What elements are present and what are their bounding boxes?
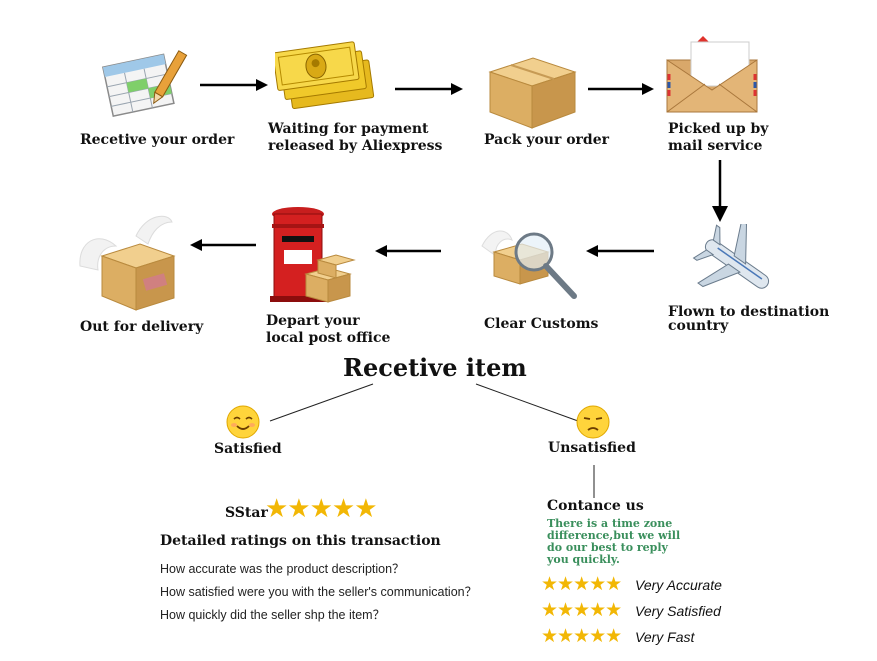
rating-text-satisfied: Very Satisfied [635,603,721,619]
rating-text-accurate: Very Accurate [635,577,722,593]
package-box-icon [485,50,580,130]
magnifier-box-icon [478,222,583,304]
unsatisfied-label: Unsatisfied [548,440,636,456]
time-zone-note: There is a time zone difference,but we w… [547,517,681,566]
arrow-left-2 [375,245,441,257]
order-form-icon [100,48,190,118]
step-label-flown: Flown to destination country [668,304,830,334]
receive-item-title: Recetive item [343,353,527,382]
star-label: SStar [225,505,268,521]
satisfied-label: Satisfied [214,441,282,457]
post-box-icon [268,206,358,306]
arrow-down [712,160,728,222]
winged-box-icon [76,212,181,312]
ratings-title: Detailed ratings on this transaction [160,533,441,549]
step-label-depart-post-office: Depart your local post office [266,313,391,346]
arrow-right-3 [588,83,654,95]
airplane-icon [692,224,782,304]
arrow-right-2 [395,83,463,95]
unamused-face-icon [576,405,610,439]
money-icon [275,40,380,115]
mail-envelope-icon [665,34,760,116]
step-label-picked-up: Picked up by mail service [668,121,769,154]
arrow-right-1 [200,79,268,91]
question-accuracy: How accurate was the product description… [160,562,405,576]
step-label-clear-customs: Clear Customs [484,316,599,332]
step-label-pack-order: Pack your order [484,132,610,148]
arrow-left-3 [190,239,256,251]
five-star-rating: ★★★★★ [265,494,378,524]
rating-stars-accurate: ★★★★★ [541,573,622,595]
arrow-left-1 [586,245,654,257]
rating-stars-satisfied: ★★★★★ [541,599,622,621]
rating-text-fast: Very Fast [635,629,695,645]
step-label-out-for-delivery: Out for delivery [80,319,204,335]
contact-us-label: Contance us [547,498,644,514]
question-shipping-speed: How quickly did the seller shp the item？ [160,608,386,622]
rating-stars-fast: ★★★★★ [541,625,622,647]
smiling-face-icon [226,405,260,439]
step-label-waiting-payment: Waiting for payment released by Aliexpre… [268,121,443,154]
step-label-receive-order: Recetive your order [80,132,235,148]
question-communication: How satisfied were you with the seller's… [160,585,478,599]
